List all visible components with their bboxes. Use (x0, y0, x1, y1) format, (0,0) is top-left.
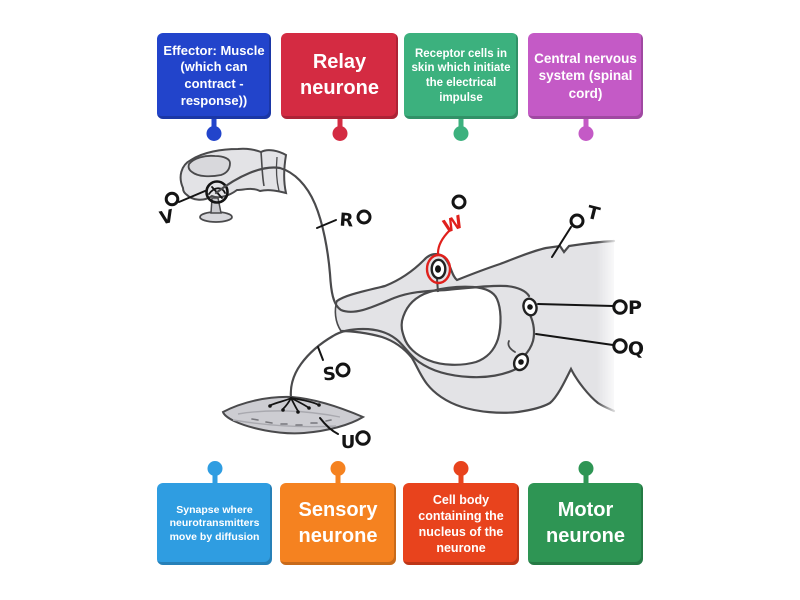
relay-neurone-segment (522, 313, 536, 358)
marker-letter-v: V (158, 206, 176, 229)
marker-lines (178, 190, 614, 435)
sensory-neurone-path (214, 166, 531, 313)
marker-letter-s: S (322, 363, 337, 385)
marker-line-t (551, 226, 572, 258)
marker-letter-u: U (341, 432, 356, 453)
white-matter-loop (400, 285, 502, 366)
marker-line-w (436, 228, 452, 255)
receptor-circle (205, 180, 229, 204)
pin-head (330, 461, 346, 476)
label-card-receptor[interactable]: Receptor cells in skin which initiate th… (404, 33, 518, 141)
marker-line-v (178, 190, 206, 203)
marker-letter-p: P (628, 297, 642, 319)
marker-letter-r: R (339, 210, 354, 232)
pin-head (578, 461, 593, 476)
marker-letter-w: W (440, 212, 466, 239)
label-card-cellbody[interactable]: Cell body containing the nucleus of the … (403, 461, 519, 565)
label-card-text: Receptor cells in skin which initiate th… (411, 47, 511, 104)
label-card-relay[interactable]: Relay neurone (281, 33, 398, 141)
pin-head (332, 126, 347, 141)
answer-spot-t[interactable] (569, 213, 585, 229)
label-card-text: Synapse where neurotransmitters move by … (169, 503, 260, 543)
pin-stem (335, 474, 341, 483)
spinal-cord-bottom-edge (339, 329, 616, 414)
pin-stem (458, 119, 464, 128)
motor-cell-body (512, 352, 530, 372)
marker-line-s (317, 346, 324, 361)
ganglion-cell-body (430, 258, 447, 280)
pin-stem (212, 474, 217, 483)
marker-line-r (316, 219, 337, 229)
answer-spot-u[interactable] (355, 430, 371, 446)
pin-head (453, 126, 469, 141)
label-card-text: Effector: Muscle (which can contract - r… (163, 42, 265, 108)
label-card-cns[interactable]: Central nervous system (spinal cord) (528, 33, 643, 141)
label-card-text: Cell body containing the nucleus of the … (418, 493, 504, 555)
answer-spot-v[interactable] (164, 191, 180, 207)
pin-stem (583, 119, 588, 128)
nerve-endings (268, 397, 321, 414)
pin-head (206, 126, 222, 141)
answer-spot-w[interactable] (451, 194, 467, 210)
ganglion-connector (436, 278, 439, 293)
fingernail (187, 154, 231, 178)
answer-spot-s[interactable] (335, 362, 351, 378)
muscle-dashes (251, 418, 332, 426)
label-card-synapse[interactable]: Synapse where neurotransmitters move by … (157, 461, 272, 565)
pin-head (453, 461, 469, 476)
marker-line-u (319, 417, 339, 435)
motor-neurone-path (289, 327, 518, 400)
muscle-striation-1 (237, 410, 341, 418)
pin-head (207, 461, 222, 476)
cord-fade (597, 227, 620, 421)
pin-stem (583, 474, 588, 483)
pin-stem (458, 474, 464, 483)
muscle-striation-2 (232, 419, 337, 428)
marker-letter-q: Q (628, 338, 644, 360)
label-card-text: Sensory neurone (298, 499, 378, 547)
answer-spot-p[interactable] (612, 299, 628, 315)
red-highlight-ring (425, 253, 452, 285)
answer-spot-q[interactable] (612, 338, 628, 354)
label-card-text: Motor neurone (546, 499, 625, 547)
pin-stem (211, 119, 217, 128)
marker-line-p (537, 303, 614, 307)
label-card-text: Relay neurone (300, 51, 379, 99)
relay-cell-body (522, 297, 538, 317)
marker-letter-t: T (585, 202, 603, 226)
label-card-sensory[interactable]: Sensory neurone (280, 461, 396, 565)
label-card-motor[interactable]: Motor neurone (528, 461, 643, 565)
pin-head (578, 126, 593, 141)
finger-crease-2 (275, 156, 280, 192)
pin-stem (337, 119, 342, 128)
label-card-text: Central nervous system (spinal cord) (534, 51, 637, 101)
marker-line-q (535, 333, 614, 346)
answer-spot-r[interactable] (356, 209, 372, 225)
label-card-effector[interactable]: Effector: Muscle (which can contract - r… (157, 33, 271, 141)
motor-cell-hook (507, 340, 516, 353)
